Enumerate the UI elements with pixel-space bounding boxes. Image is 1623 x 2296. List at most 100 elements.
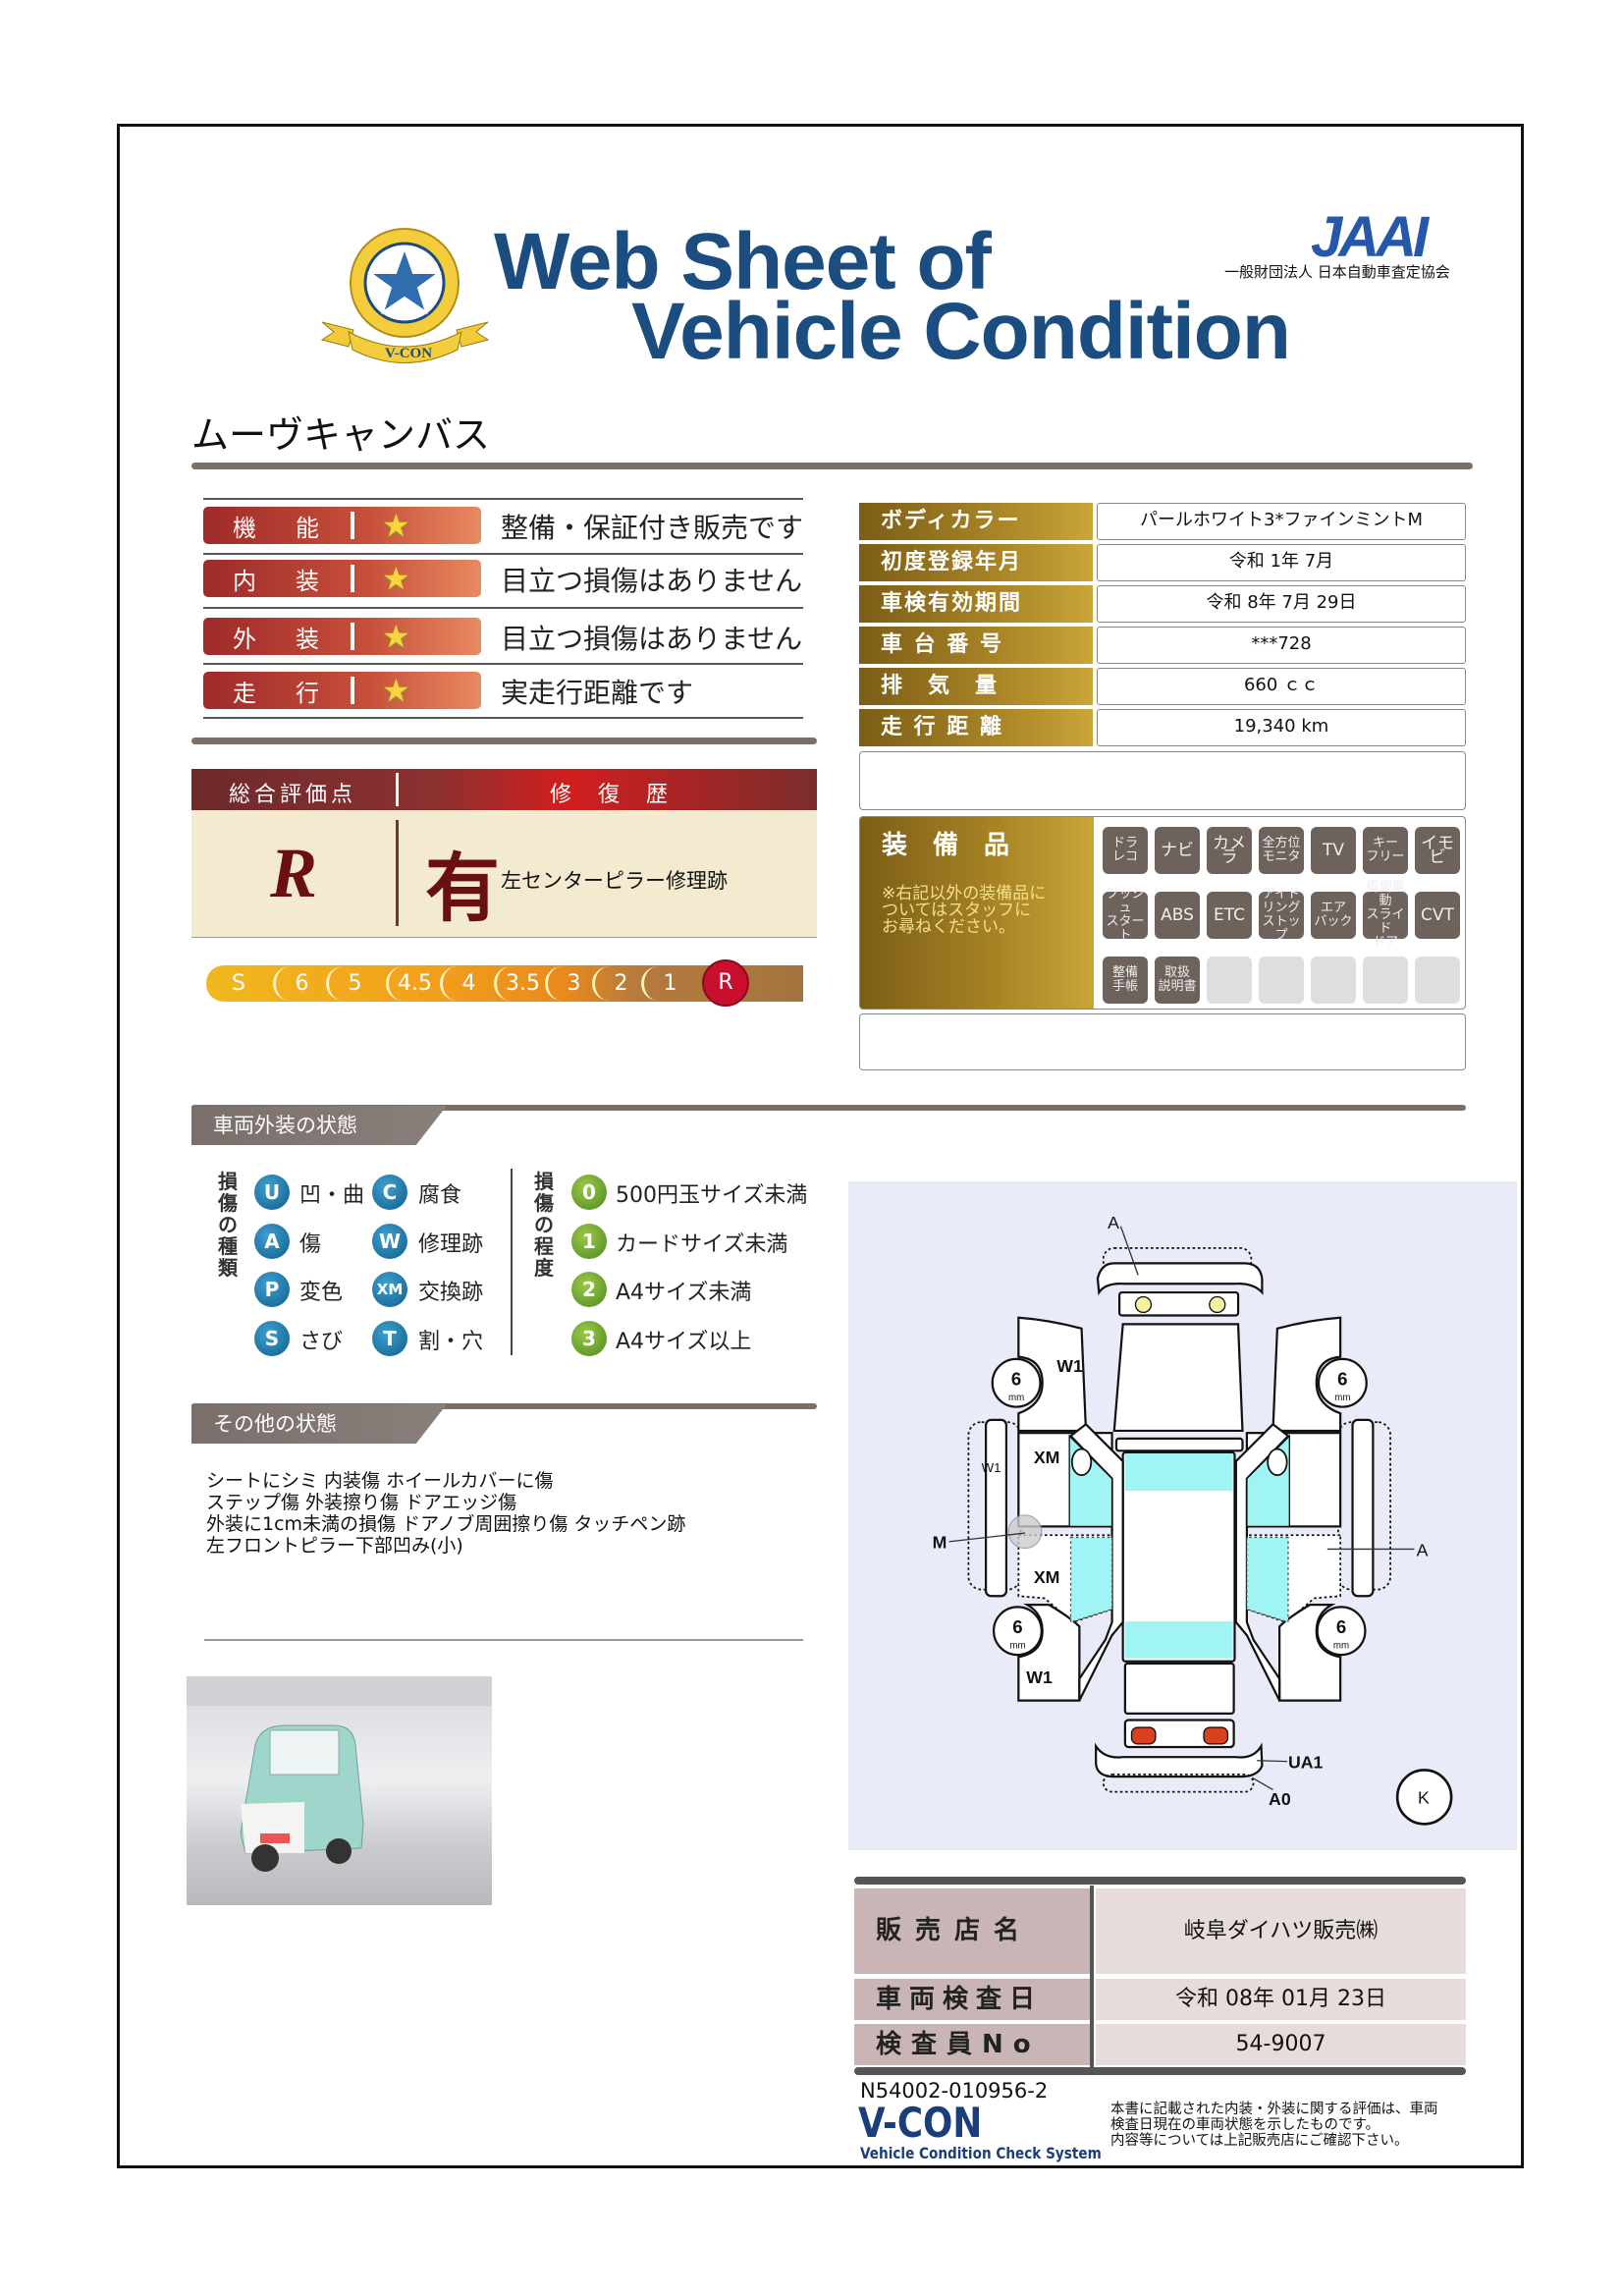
equipment-item: ドラ レコ xyxy=(1103,827,1148,874)
star-icon: ★ xyxy=(382,672,410,709)
divider xyxy=(204,1639,803,1641)
equipment-item xyxy=(1363,957,1408,1004)
info-row-chassis-number: 車 台 番 号***728 xyxy=(859,627,1466,664)
damage-type-label: 変色 xyxy=(299,1281,344,1305)
equipment-item: CVT xyxy=(1415,892,1460,939)
damage-type-label: 腐食 xyxy=(418,1183,462,1208)
damage-degree-3-icon: 3 xyxy=(571,1321,607,1356)
info-row-body-color: ボディカラーパールホワイト3*ファインミントM xyxy=(859,503,1466,540)
equipment-item xyxy=(1415,957,1460,1004)
info-value: 令和 8年 7月 29日 xyxy=(1097,585,1466,623)
divider xyxy=(203,607,803,609)
star-icon: ★ xyxy=(382,560,410,597)
vcon-logo: V-CON xyxy=(858,2099,983,2147)
inspection-date-label: 車両検査日 xyxy=(854,1979,1093,2020)
equipment-item: アイド リング ストップ xyxy=(1259,888,1304,943)
equipment-item: エア バック xyxy=(1311,892,1356,939)
damage-type-label: 傷 xyxy=(299,1232,322,1257)
damage-degree-label: カードサイズ未満 xyxy=(616,1232,788,1257)
vcon-subtitle: Vehicle Condition Check System xyxy=(860,2144,1102,2162)
vcon-badge-logo: V-CON xyxy=(314,224,496,371)
equipment-title: 装 備 品 xyxy=(882,831,1010,860)
divider xyxy=(203,663,803,665)
repair-history-detail: 左センターピラー修理跡 xyxy=(501,869,728,893)
grade-step: 4 xyxy=(440,966,495,1001)
equipment-panel: 装 備 品 ※右記以外の装備品に ついてはスタッフに お尋ねください。 ドラ レ… xyxy=(859,816,1466,1010)
info-value: ***728 xyxy=(1097,627,1466,664)
notes-box xyxy=(859,751,1466,810)
star-icon: ★ xyxy=(382,618,410,655)
divider xyxy=(203,717,803,719)
equipment-item: 取扱 説明書 xyxy=(1155,957,1200,1004)
damage-type-p-icon: P xyxy=(254,1272,290,1307)
disclaimer: 本書に記載された内装・外装に関する評価は、車両 検査日現在の車両状態を示したもの… xyxy=(1110,2102,1438,2149)
overall-score-header: 総合評価点 xyxy=(229,783,357,807)
tire-depth: 6 xyxy=(1011,1368,1021,1389)
equipment-item: ETC xyxy=(1207,892,1252,939)
other-line: 外装に1cm未満の損傷 ドアノブ周囲擦り傷 タッチペン跡 xyxy=(206,1513,686,1535)
jaai-logo: JAAI xyxy=(1311,205,1429,269)
label-rear-bumper-2: A0 xyxy=(1269,1789,1291,1809)
damage-type-c-icon: C xyxy=(372,1175,407,1210)
repair-history-value: 有 xyxy=(425,845,500,932)
tire-depth: 6 xyxy=(1337,1368,1347,1389)
rating-badge-function: 機能★ xyxy=(203,507,481,544)
repair-history-header: 修 復 歴 xyxy=(550,783,677,807)
page-title-line2: Vehicle Condition xyxy=(631,287,1291,376)
label-front-bumper: A xyxy=(1108,1213,1119,1232)
shop-name: 岐阜ダイハツ販売㈱ xyxy=(1096,1888,1466,1974)
damage-type-label: 修理跡 xyxy=(418,1232,484,1257)
rating-label: 外装 xyxy=(233,625,358,653)
damage-type-label: 交換跡 xyxy=(418,1281,484,1305)
rating-badge-interior: 内装★ xyxy=(203,560,481,597)
damage-degree-label: 損傷の程度 xyxy=(534,1170,554,1280)
info-label: 車 台 番 号 xyxy=(859,627,1093,664)
equipment-item: 整備 手帳 xyxy=(1103,957,1148,1004)
org-name: 一般財団法人 日本自動車査定協会 xyxy=(1224,263,1450,281)
sheet-number: N54002-010956-2 xyxy=(860,2079,1049,2103)
label-door-rl: XM xyxy=(1034,1567,1060,1587)
rating-badge-mileage: 走行★ xyxy=(203,672,481,709)
rating-desc: 目立つ損傷はありません xyxy=(501,623,803,655)
rear-bumper xyxy=(1095,1742,1264,1778)
damage-type-label: さび xyxy=(299,1330,344,1354)
damage-degree-0-icon: 0 xyxy=(571,1175,607,1210)
grade-step: 3.5 xyxy=(494,966,549,1001)
divider xyxy=(191,463,1473,469)
grade-step: 4.5 xyxy=(386,966,441,1001)
damage-type-label: 凹・曲 xyxy=(299,1183,365,1208)
other-line: シートにシミ 内装傷 ホイールカバーに傷 xyxy=(206,1470,554,1492)
damage-type-w-icon: W xyxy=(372,1224,407,1259)
grade-step: 5 xyxy=(326,966,381,1001)
label-mirror-l: M xyxy=(933,1533,947,1553)
notes-box xyxy=(859,1013,1466,1070)
equipment-item: プッシュ スタート xyxy=(1103,888,1148,943)
tire-depth: 6 xyxy=(1336,1616,1346,1637)
info-label: 排 気 量 xyxy=(859,668,1093,705)
hood xyxy=(1112,1323,1244,1433)
inspection-date: 令和 08年 01月 23日 xyxy=(1096,1979,1466,2020)
divider xyxy=(191,1403,817,1409)
damage-degree-label: A4サイズ未満 xyxy=(616,1281,752,1305)
damage-degree-label: A4サイズ以上 xyxy=(616,1330,752,1354)
info-label: 走 行 距 離 xyxy=(859,709,1093,746)
inspector-number: 54-9007 xyxy=(1096,2024,1466,2065)
label-sill-l: W1 xyxy=(982,1460,1001,1475)
equipment-item xyxy=(1207,957,1252,1004)
equipment-item: ABS xyxy=(1155,892,1200,939)
info-row-first-registration: 初度登録年月令和 1年 7月 xyxy=(859,544,1466,581)
grade-step: 3 xyxy=(545,966,600,1001)
rating-desc: 整備・保証付き販売です xyxy=(501,512,804,544)
page-title-line1: Web Sheet of xyxy=(494,217,992,306)
damage-type-xm-icon: XM xyxy=(372,1272,407,1307)
info-value: 660 ｃｃ xyxy=(1097,668,1466,705)
other-line: 左フロントピラー下部凹み(小) xyxy=(206,1535,463,1557)
equipment-item: 両側電動 スライド ドア xyxy=(1363,881,1408,950)
equipment-note: ※右記以外の装備品に ついてはスタッフに お尋ねください。 xyxy=(882,884,1047,937)
equipment-item: 全方位 モニタ xyxy=(1259,827,1304,874)
label-quarter-l: W1 xyxy=(1026,1667,1053,1687)
